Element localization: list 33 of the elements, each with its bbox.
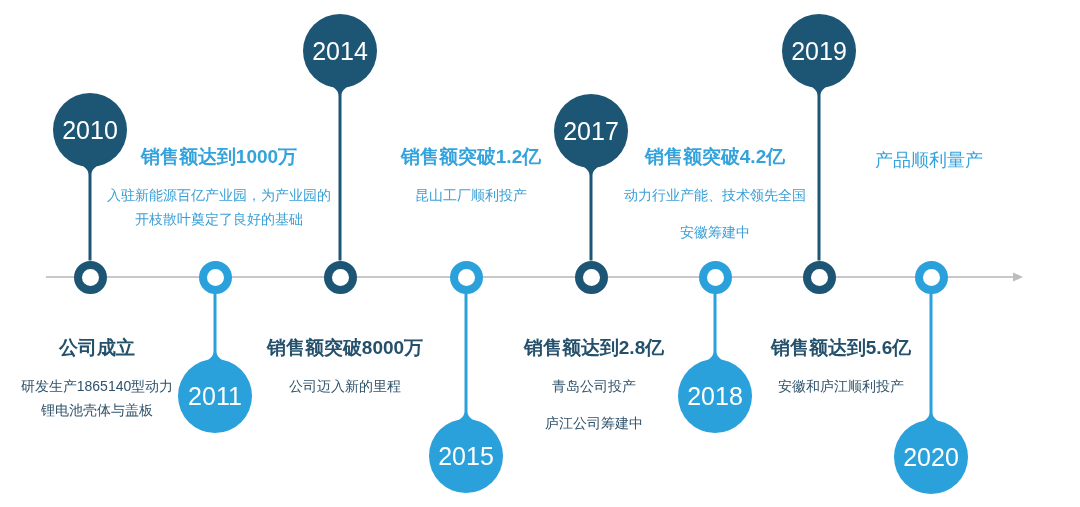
stem-line — [338, 96, 342, 261]
stem-line — [817, 96, 821, 261]
stem-line — [929, 293, 933, 412]
event-text: 安徽和庐江顺利投产 — [778, 377, 904, 396]
event-heading: 销售额突破1.2亿 — [400, 145, 542, 169]
event-heading: 产品顺利量产 — [875, 149, 983, 172]
event-heading: 销售额突破4.2亿 — [644, 145, 786, 169]
ring-marker — [323, 260, 357, 294]
event-text: 公司迈入新的里程 — [289, 377, 401, 396]
stem-line — [464, 293, 468, 411]
event-heading: 销售额达到5.6亿 — [770, 336, 912, 360]
event-heading: 公司成立 — [59, 336, 135, 360]
stem-line — [589, 176, 593, 261]
ring-marker — [802, 260, 836, 294]
stem-line — [88, 175, 92, 261]
stem-line — [713, 293, 717, 351]
ring-marker — [914, 260, 948, 294]
ring-marker — [698, 260, 732, 294]
ring-marker — [198, 260, 232, 294]
event-text: 昆山工厂顺利投产 — [415, 186, 527, 205]
event-text: 安徽筹建中 — [680, 223, 750, 242]
event-text: 动力行业产能、技术领先全国 — [624, 186, 806, 205]
event-heading: 销售额达到2.8亿 — [523, 336, 665, 360]
event-text: 青岛公司投产 — [552, 377, 636, 396]
ring-marker — [73, 260, 107, 294]
stem-line — [213, 293, 217, 351]
event-text: 庐江公司筹建中 — [545, 414, 643, 433]
ring-marker — [449, 260, 483, 294]
event-heading: 销售额达到1000万 — [140, 145, 298, 169]
event-text: 入驻新能源百亿产业园，为产业园的开枝散叶奠定了良好的基础 — [106, 186, 332, 229]
ring-marker — [574, 260, 608, 294]
event-heading: 销售额突破8000万 — [266, 336, 424, 360]
event-text: 研发生产1865140型动力锂电池壳体与盖板 — [19, 377, 175, 420]
